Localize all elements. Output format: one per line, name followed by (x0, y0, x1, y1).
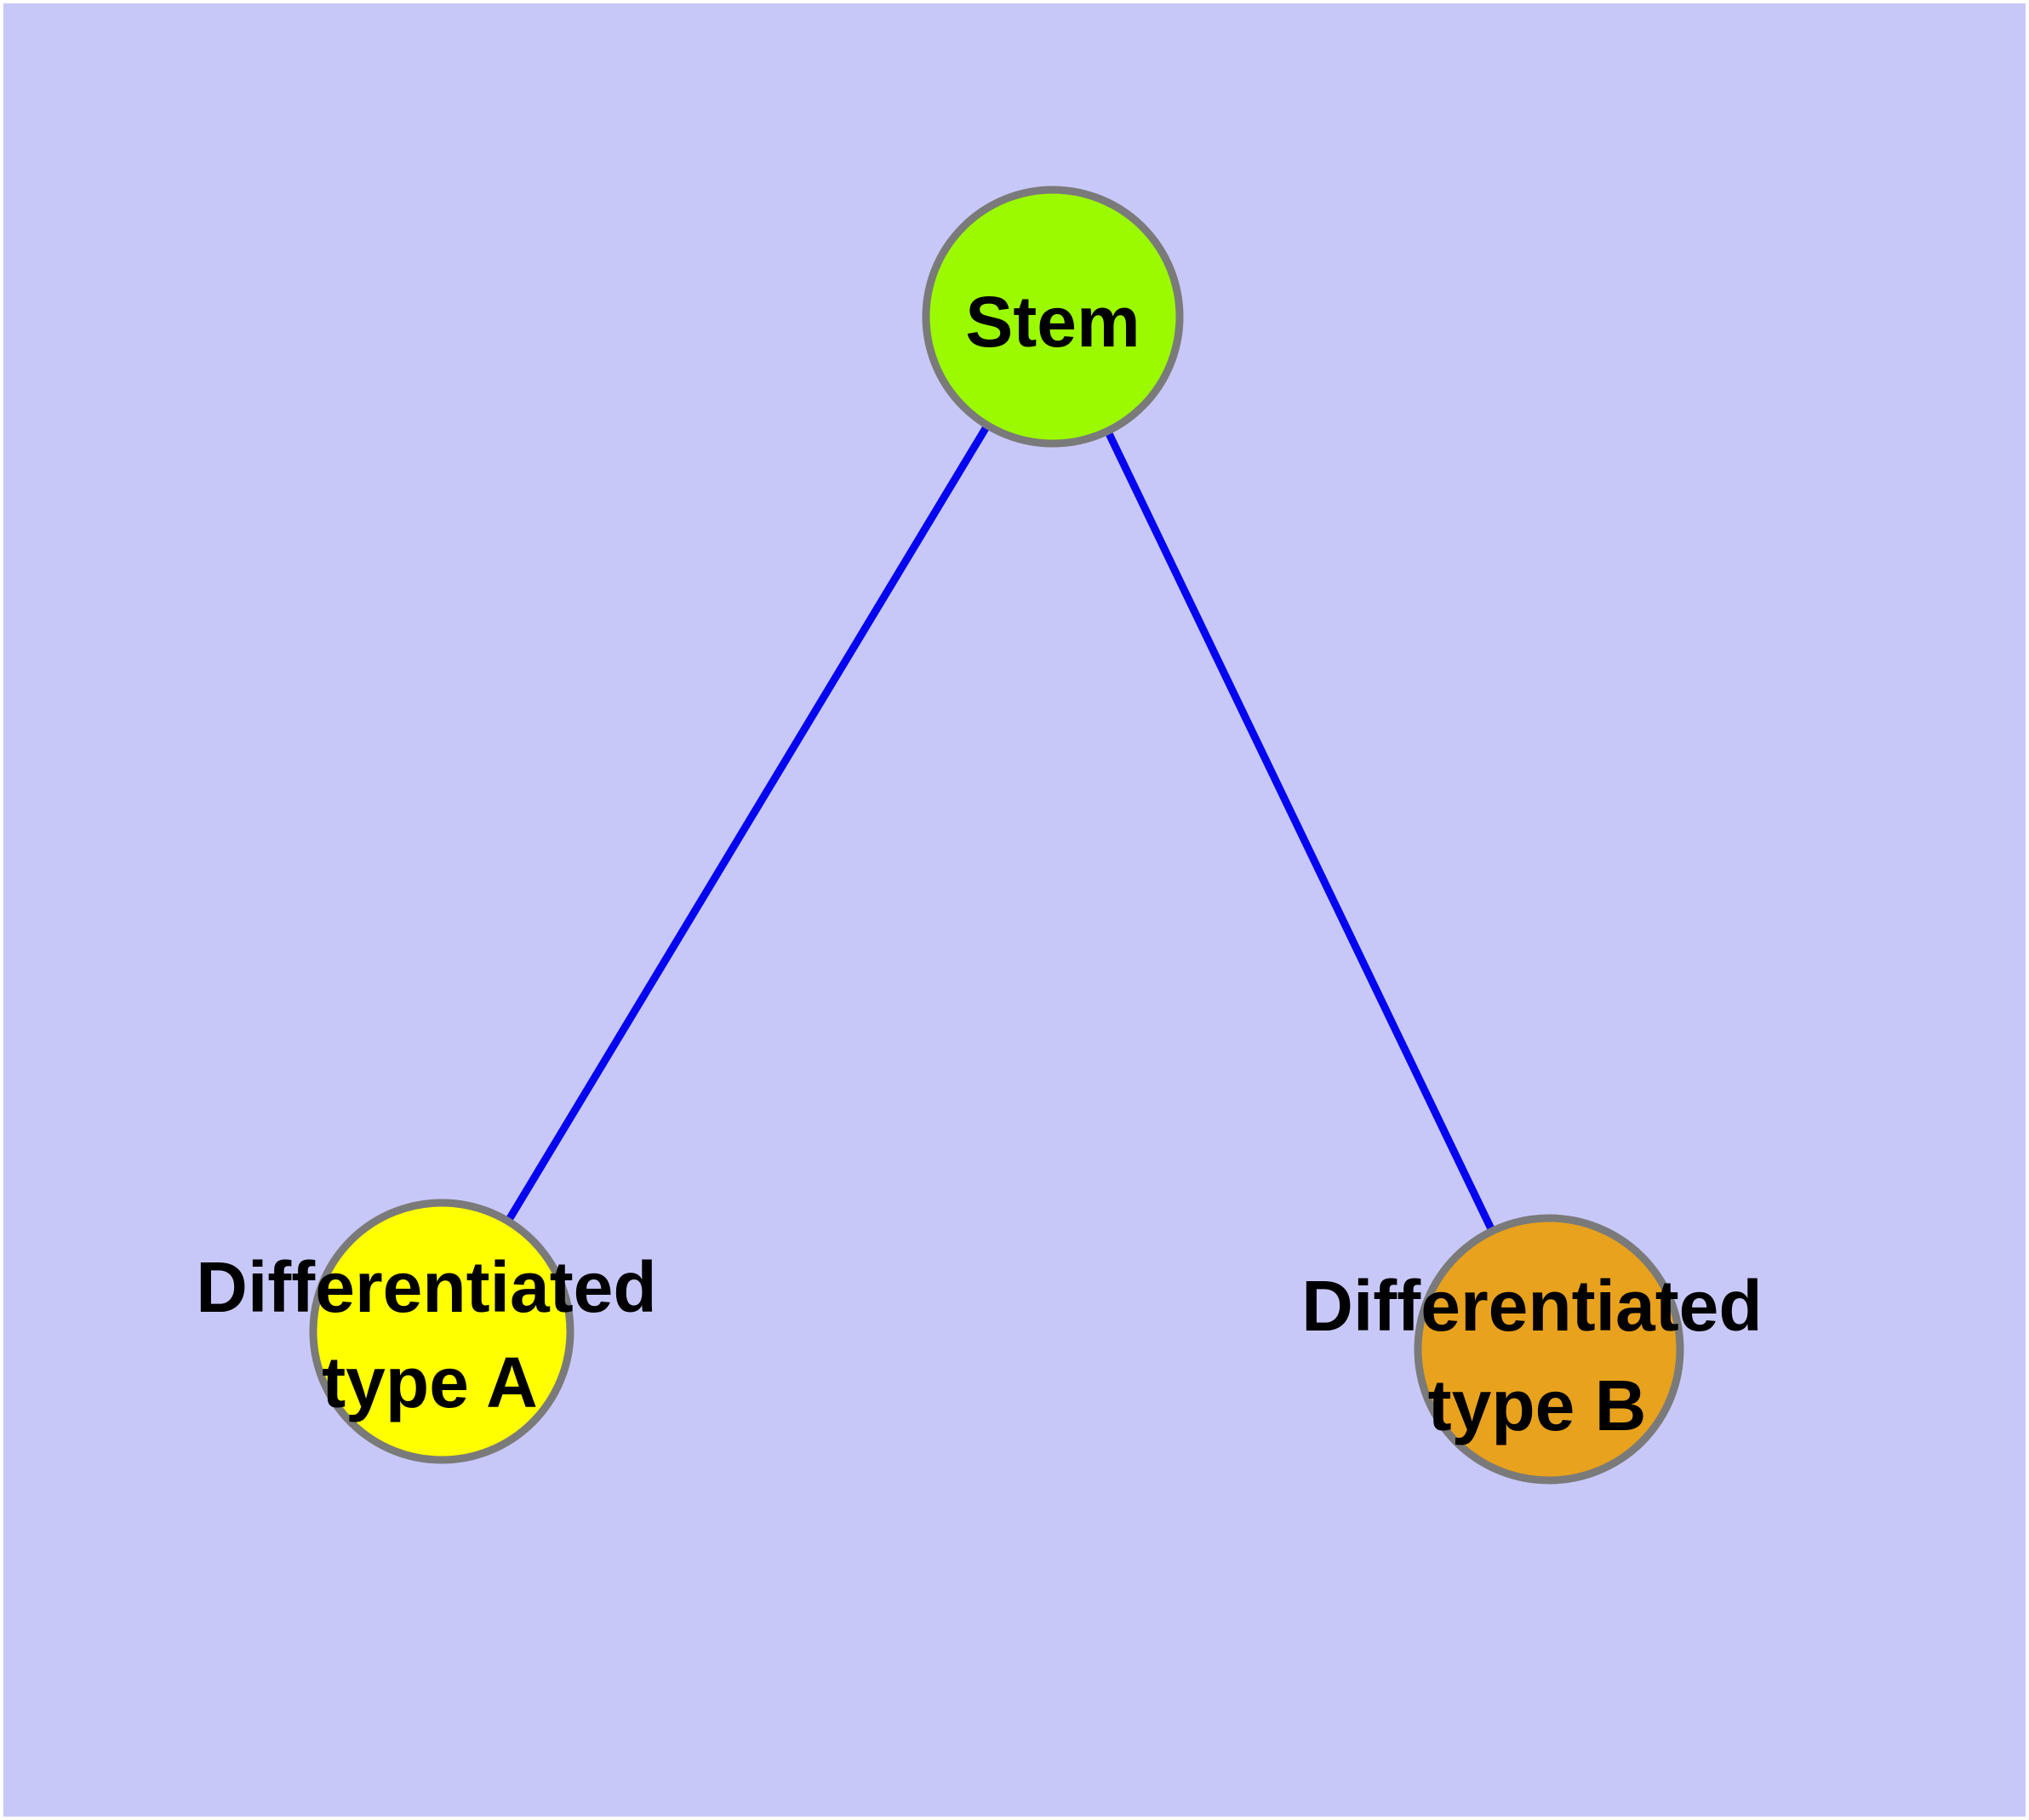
edge-stem-to-type-a (438, 314, 1056, 1334)
node-differentiated-type-a (309, 1199, 574, 1464)
node-stem (922, 186, 1184, 448)
node-differentiated-type-b (1414, 1214, 1684, 1485)
node-type-a-label-line1: Differentiated (196, 1247, 656, 1327)
node-type-a-label-line2: type A (322, 1342, 538, 1422)
edge-stem-to-type-b (1049, 315, 1553, 1351)
node-stem-label: Stem (965, 282, 1140, 362)
node-type-b-label-line2: type B (1428, 1365, 1647, 1445)
node-type-b-label-line1: Differentiated (1301, 1266, 1762, 1346)
